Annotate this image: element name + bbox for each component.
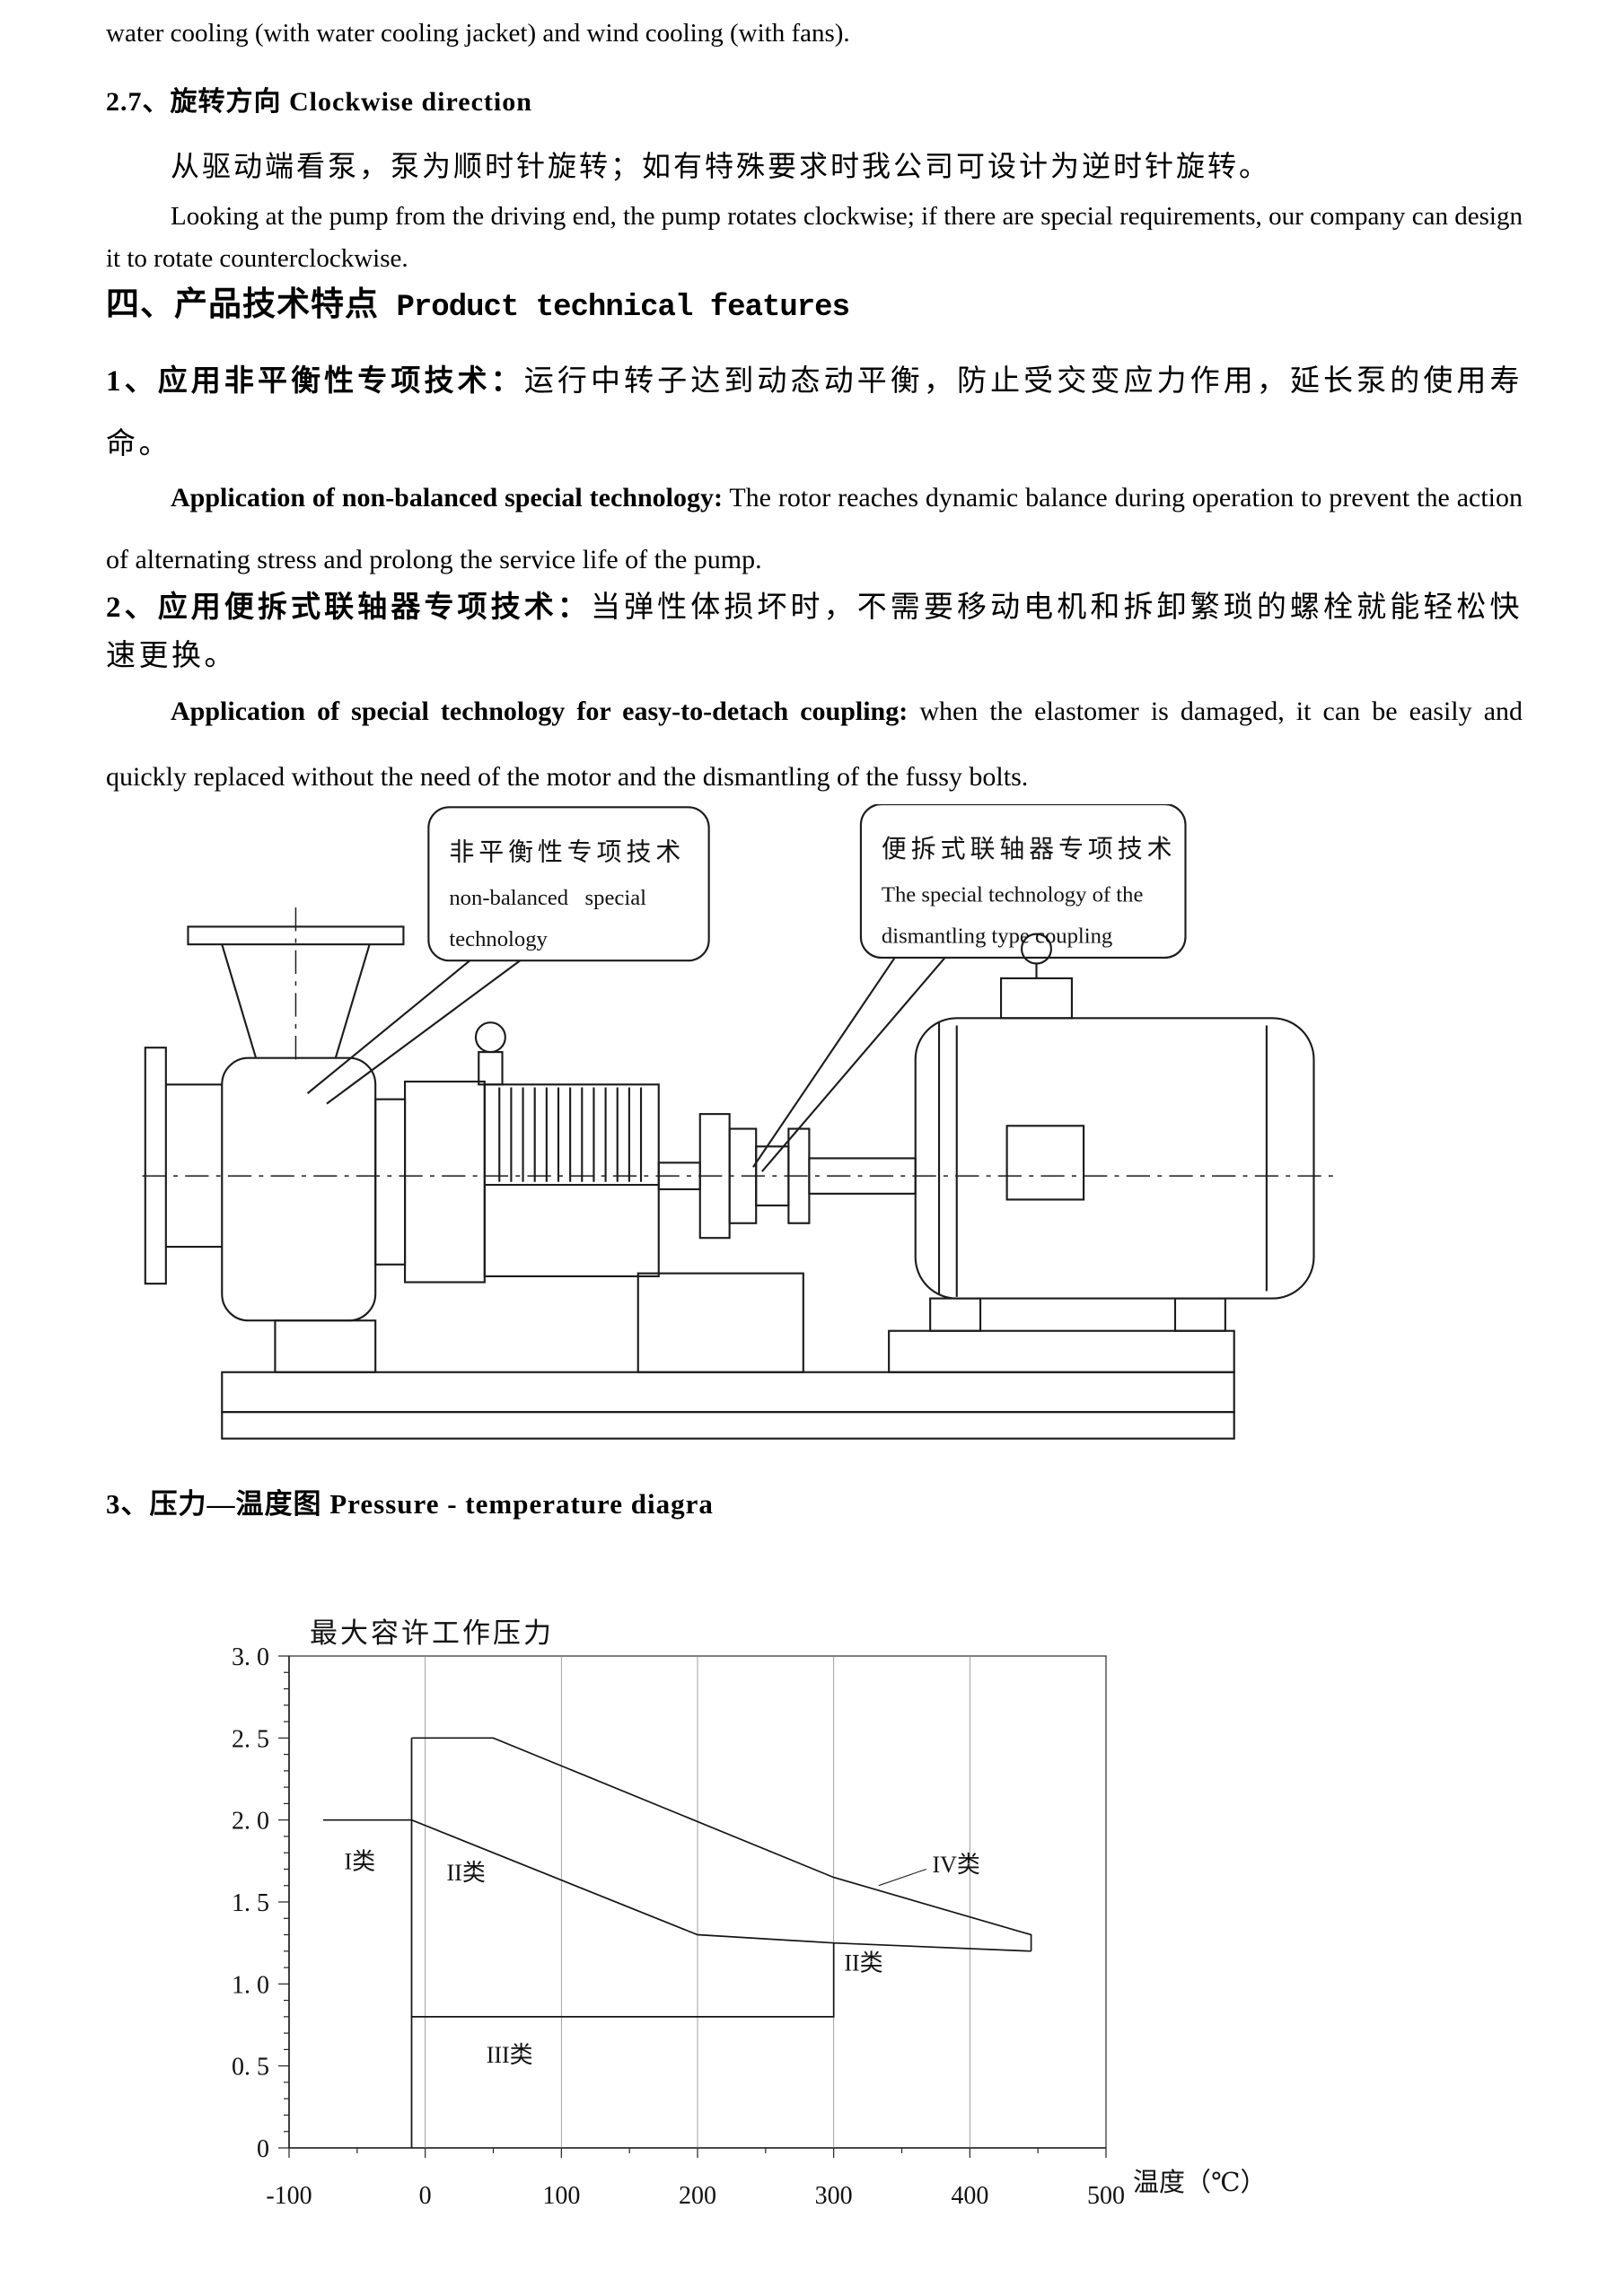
x-axis-label: 温度（℃） (1133, 2168, 1266, 2197)
series-class-III-boundary (411, 1942, 835, 2018)
rotation-paragraph-cn: 从驱动端看泵，泵为顺时针旋转；如有特殊要求时我公司可设计为逆时针旋转。 (171, 150, 1271, 182)
baseplate (221, 1371, 1235, 1414)
casing-cover (374, 1098, 407, 1266)
callout-right-line3: dismantling type coupling (882, 924, 1112, 948)
pressure-temperature-chart: -100 0 100 200 300 400 500 0 0. 5 1. 0 1. 5 2. 0 2. … (232, 1617, 1266, 2210)
feature-1-paragraph: 1、应用非平衡性专项技术：运行中转子达到动态动平衡，防止受交变应力作用，延长泵的… (106, 350, 1523, 476)
feature-2-paragraph-en: Application of special technology for ea… (106, 679, 1523, 810)
bearing-support (636, 1272, 804, 1373)
motor-foot (1173, 1297, 1226, 1332)
y-tick-label: 3. 0 (232, 1643, 269, 1671)
y-tick-label: 0. 5 (232, 2054, 269, 2081)
callout-left-box (427, 806, 710, 962)
intro-paragraph: water cooling (with water cooling jacket… (106, 19, 850, 48)
pump-assembly-diagram: 非平衡性专项技术 non-balanced special technology… (142, 804, 1335, 1440)
callout-right-leader (760, 957, 946, 1172)
motor-body (914, 1017, 1315, 1300)
section-4-heading-cn: 四、产品技术特点 (106, 286, 379, 323)
x-tick-label: 200 (679, 2182, 716, 2210)
callout-left-line3: technology (449, 927, 548, 951)
section-4-heading-en: Product technical features (396, 291, 850, 325)
section-3-heading: 3、压力—温度图 Pressure - temperature diagra (106, 1488, 714, 1520)
callout-left-leader (306, 960, 471, 1094)
series-class-II-boundary (411, 1818, 1031, 1952)
callout-left-leader (326, 960, 521, 1105)
y-tick-label: 1. 5 (232, 1889, 269, 1917)
eye-bolt (474, 1021, 506, 1054)
region-label: I类 (345, 1848, 376, 1874)
callout-left-line1: 非平衡性专项技术 (449, 837, 685, 866)
x-tick-label: 500 (1087, 2182, 1125, 2210)
y-tick-label: 2. 5 (232, 1725, 269, 1753)
casing-foot (274, 1319, 377, 1373)
feature-2-body-en: when the elastomer is damaged, it can be… (106, 697, 1523, 792)
feature-1-paragraph-en: Application of non-balanced special tech… (106, 467, 1523, 591)
chart-title: 最大容许工作压力 (310, 1617, 554, 1649)
x-tick-label: 100 (542, 2182, 580, 2210)
y-tick-label: 1. 0 (232, 1971, 269, 1999)
region-label: III类 (487, 2042, 533, 2068)
x-tick-label: -100 (266, 2182, 312, 2210)
region-label: IV类 (932, 1852, 979, 1878)
motor-foot (929, 1297, 982, 1332)
callout-left-line2: non-balanced special (449, 886, 646, 910)
bracket (403, 1080, 486, 1284)
callout-right-line2: The special technology of the (882, 882, 1144, 907)
label-leader (878, 1868, 926, 1887)
callout-right-line1: 便拆式联轴器专项技术 (882, 835, 1177, 863)
rotation-paragraph-en: Looking at the pump from the driving end… (106, 202, 1523, 273)
x-tick-label: 400 (951, 2182, 988, 2210)
y-tick-label: 0 (257, 2135, 269, 2163)
callout-left: 非平衡性专项技术 non-balanced special technology (306, 806, 710, 1105)
feature-1-lead: 1、应用非平衡性专项技术： (106, 365, 524, 398)
series-class-IV-upper-boundary (411, 1737, 1032, 1951)
motor-base-block (888, 1329, 1235, 1373)
terminal-box (999, 977, 1074, 1020)
callout-right: 便拆式联轴器专项技术 The special technology of the… (752, 804, 1187, 1172)
region-label: II类 (844, 1950, 882, 1976)
x-tick-label: 0 (419, 2182, 432, 2210)
motor-nameplate (1005, 1125, 1085, 1201)
feature-2-lead: 2、应用便拆式联轴器专项技术： (106, 592, 591, 624)
feature-1-body: 运行中转子达到动态动平衡，防止受交变应力作用，延长泵的使用寿命。 (106, 365, 1523, 460)
region-label: II类 (447, 1860, 486, 1886)
pump-assembly-drawing (142, 907, 1335, 1440)
callout-right-leader (752, 957, 896, 1168)
feature-1-body-en: The rotor reaches dynamic balance during… (106, 483, 1523, 574)
volute-casing (221, 1056, 377, 1322)
feature-1-lead-en: Application of non-balanced special tech… (171, 483, 723, 513)
feature-2-paragraph: 2、应用便拆式联轴器专项技术：当弹性体损坏时，不需要移动电机和拆卸繁琐的螺栓就能… (106, 583, 1523, 680)
discharge-flange (144, 1047, 167, 1285)
feature-2-body: 当弹性体损坏时，不需要移动电机和拆卸繁琐的螺栓就能轻松快速更换。 (106, 592, 1523, 672)
section-4-heading: 四、产品技术特点 Product technical features (106, 276, 1523, 325)
baseplate-rail (221, 1411, 1235, 1440)
x-tick-label: 300 (815, 2182, 853, 2210)
section-2-7-heading: 2.7、旋转方向 Clockwise direction (106, 87, 532, 117)
callout-right-box (859, 804, 1187, 959)
y-tick-label: 2. 0 (232, 1808, 269, 1836)
feature-2-lead-en: Application of special technology for ea… (171, 697, 909, 726)
suction-flange (187, 925, 405, 946)
